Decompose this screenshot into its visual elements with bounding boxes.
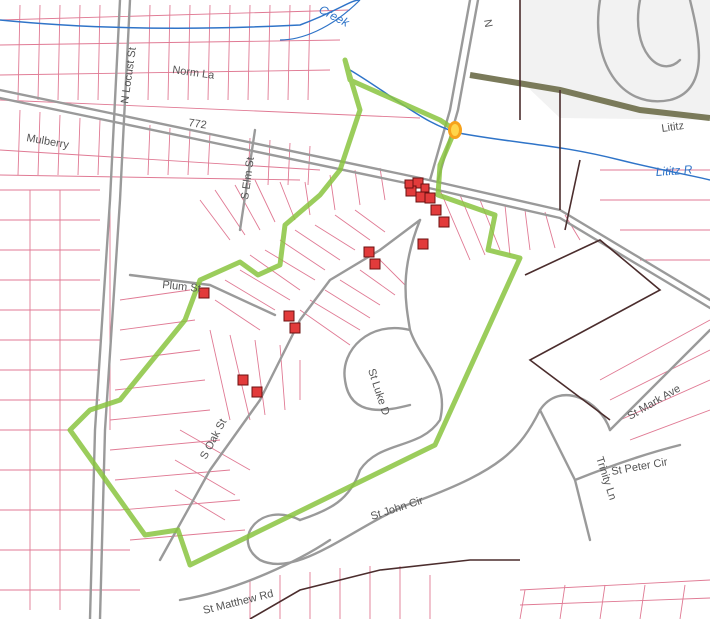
map-marker[interactable]	[438, 216, 450, 228]
map-marker[interactable]	[289, 322, 301, 334]
map-marker[interactable]	[198, 287, 210, 299]
label-lititz-water: Lititz R	[655, 162, 693, 179]
label-norm-ln: Norm La	[172, 64, 216, 82]
highlight-point[interactable]	[448, 121, 462, 139]
label-trinity-ln: Trinity Ln	[593, 455, 618, 501]
map-marker[interactable]	[430, 204, 442, 216]
label-lititz-top: Lititz	[661, 120, 685, 135]
label-route-772: 772	[188, 117, 208, 131]
label-n-top: N	[481, 18, 494, 28]
rail-line	[469, 72, 710, 121]
label-plum-st: Plum St	[162, 279, 202, 295]
map-marker[interactable]	[363, 246, 375, 258]
map-marker[interactable]	[283, 310, 295, 322]
boundary-lines	[249, 0, 662, 619]
map-marker[interactable]	[251, 386, 263, 398]
label-st-john-cir: St John Cir	[369, 495, 425, 523]
waterway	[0, 0, 710, 181]
marker-group	[198, 177, 450, 398]
label-s-oak-st: S Oak St	[198, 417, 229, 462]
map-marker[interactable]	[404, 179, 414, 189]
label-mulberry: Mulberry	[25, 132, 70, 151]
label-s-elm-st: S Elm St	[239, 156, 257, 200]
map-marker[interactable]	[369, 258, 381, 270]
parcel-lines	[0, 4, 710, 619]
map-marker[interactable]	[424, 192, 436, 204]
label-st-mark-ave: St Mark Ave	[626, 383, 683, 423]
label-n-locust-st: N Locust St	[119, 46, 139, 104]
label-st-peter-cir: St Peter Cir	[610, 456, 668, 478]
label-creek: Creek	[317, 2, 353, 30]
trail-route	[67, 57, 523, 568]
map-marker[interactable]	[237, 374, 249, 386]
map-marker[interactable]	[417, 238, 429, 250]
map-marker[interactable]	[420, 183, 430, 193]
